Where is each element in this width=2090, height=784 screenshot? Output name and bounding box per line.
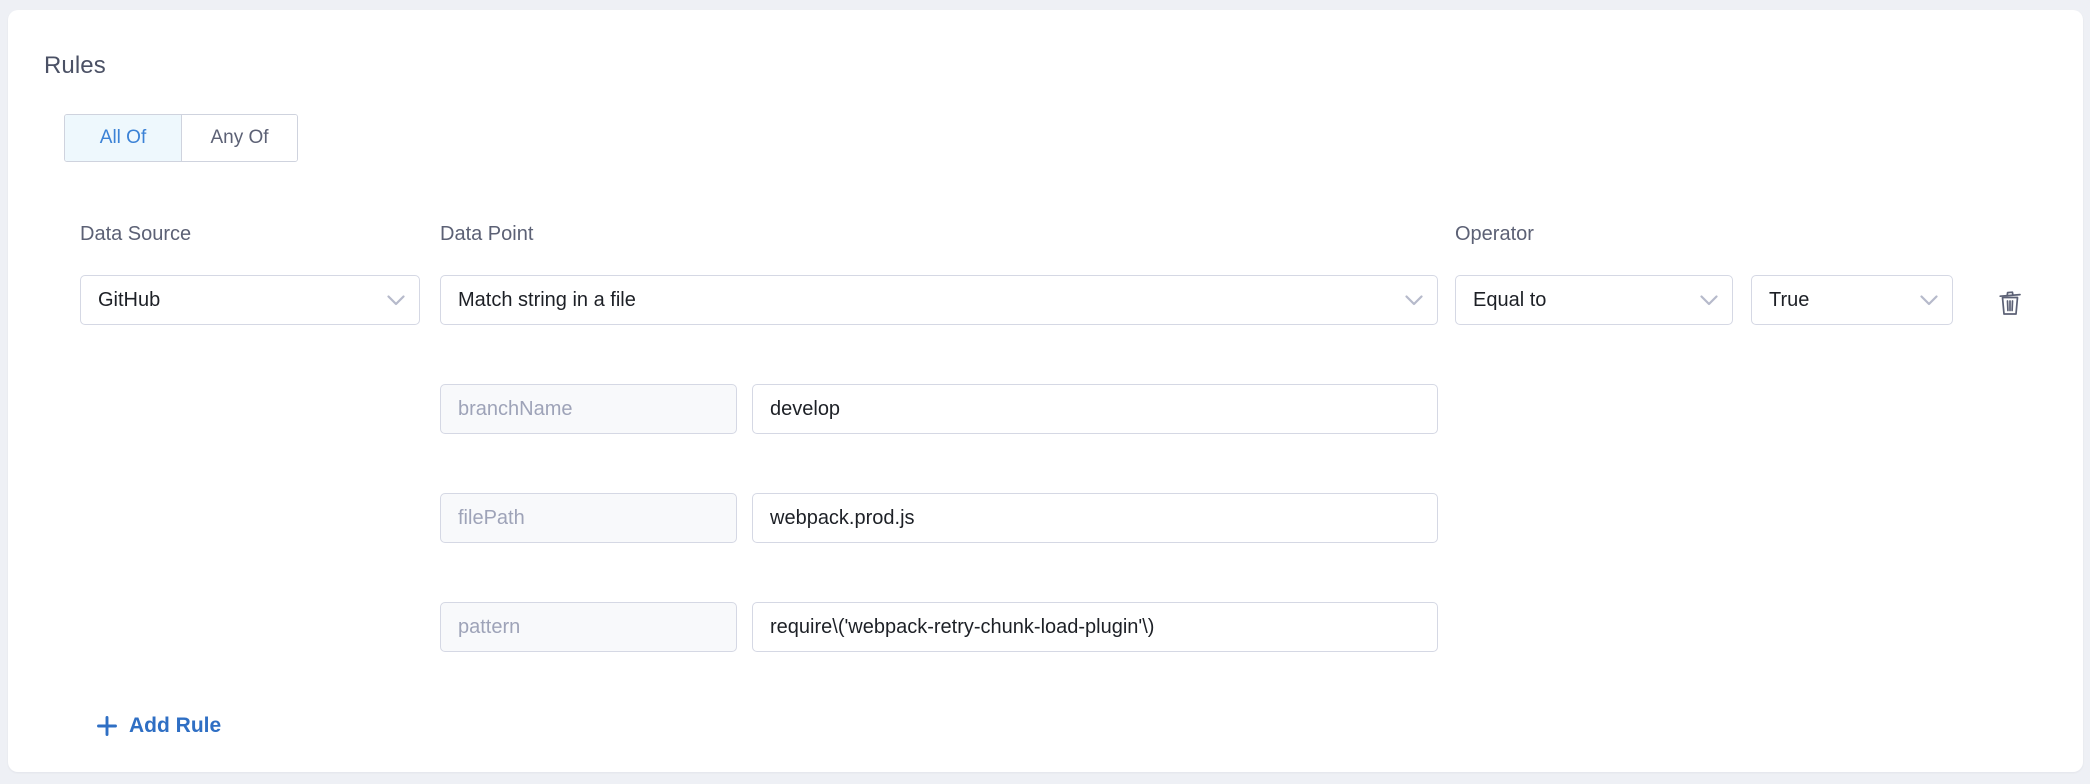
parameter-key-field: pattern bbox=[440, 602, 737, 652]
parameter-value-input[interactable]: webpack.prod.js bbox=[752, 493, 1438, 543]
parameter-value-input[interactable]: require\('webpack-retry-chunk-load-plugi… bbox=[752, 602, 1438, 652]
chevron-down-icon bbox=[1692, 276, 1726, 324]
data-source-value: GitHub bbox=[98, 288, 161, 311]
match-mode-toggle-group: All Of Any Of bbox=[64, 114, 298, 162]
data-point-label: Data Point bbox=[440, 223, 534, 245]
operator-value: Equal to bbox=[1473, 288, 1547, 311]
match-mode-all-of-button[interactable]: All Of bbox=[65, 115, 181, 161]
data-source-label: Data Source bbox=[80, 223, 192, 245]
match-mode-any-of-button[interactable]: Any Of bbox=[181, 115, 297, 161]
trash-icon bbox=[1996, 288, 2024, 321]
data-point-value: Match string in a file bbox=[458, 288, 636, 311]
delete-rule-button[interactable] bbox=[1987, 284, 2033, 324]
add-rule-button[interactable]: Add Rule bbox=[96, 714, 221, 738]
operator-select[interactable]: Equal to bbox=[1455, 275, 1733, 325]
add-rule-label: Add Rule bbox=[129, 714, 222, 737]
chevron-down-icon bbox=[1912, 276, 1946, 324]
operator-value-select[interactable]: True bbox=[1751, 275, 1953, 325]
operator-label: Operator bbox=[1455, 223, 1534, 245]
parameter-key-field: filePath bbox=[440, 493, 737, 543]
page-title: Rules bbox=[44, 52, 106, 79]
plus-icon bbox=[96, 715, 118, 737]
parameter-value-input[interactable]: develop bbox=[752, 384, 1438, 434]
operator-value-text: True bbox=[1769, 288, 1810, 311]
parameter-key-field: branchName bbox=[440, 384, 737, 434]
data-source-select[interactable]: GitHub bbox=[80, 275, 420, 325]
rules-card: Rules All Of Any Of Data Source Data Poi… bbox=[8, 10, 2083, 772]
chevron-down-icon bbox=[1397, 276, 1431, 324]
chevron-down-icon bbox=[379, 276, 413, 324]
data-point-select[interactable]: Match string in a file bbox=[440, 275, 1438, 325]
